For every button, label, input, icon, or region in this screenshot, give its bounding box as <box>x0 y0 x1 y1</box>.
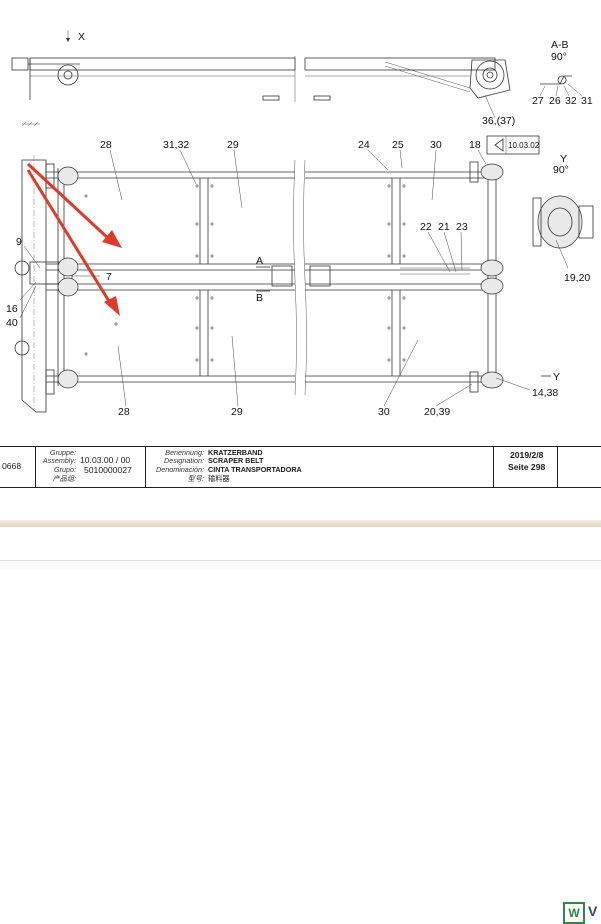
view-x-label: X <box>78 31 85 43</box>
page-number: Seite 298 <box>508 462 546 472</box>
callout-30-bottom: 30 <box>378 406 390 418</box>
company-logo: W <box>563 902 585 924</box>
callout-29-bottom: 29 <box>231 406 243 418</box>
cut-b-label: B <box>256 292 263 304</box>
section-ab-angle: 90° <box>551 51 567 63</box>
callout-21: 21 <box>438 221 450 233</box>
leader-lines <box>19 149 569 407</box>
section-y-label: Y <box>560 153 567 165</box>
chanpin-key: 产品组: <box>52 474 76 483</box>
callout-29-top: 29 <box>227 139 239 151</box>
grupo-value: 5010000027 <box>84 465 132 475</box>
callout-25: 25 <box>392 139 404 151</box>
section-y-angle: 90° <box>553 164 569 176</box>
callout-26: 26 <box>549 95 561 107</box>
callout-9: 9 <box>16 236 22 248</box>
section-ab: A-B 90° 27 26 32 31 <box>532 39 593 107</box>
callout-23: 23 <box>456 221 468 233</box>
callout-16: 16 <box>6 303 18 315</box>
cut-a-label: A <box>256 255 263 267</box>
callout-31-32: 31,32 <box>163 139 189 151</box>
title-block-page-cell: 2019/2/8 Seite 298 <box>494 447 558 487</box>
callout-7: 7 <box>106 271 112 283</box>
callout-19-20: 19,20 <box>564 272 590 284</box>
assembly-key: Assembly: <box>42 456 76 465</box>
callout-40: 40 <box>6 317 18 329</box>
gruppe-key: Gruppe: <box>50 448 76 457</box>
callout-18: 18 <box>469 139 481 151</box>
fastener-markers <box>84 184 406 362</box>
title-block-designation-cell: Benennung: Designation: Denominación: 型号… <box>146 447 494 487</box>
designation-key: Designation: <box>164 456 204 465</box>
denominacion-value: CINTA TRANSPORTADORA <box>208 465 302 474</box>
grupo-key: Grupo: <box>54 465 76 474</box>
title-block: 0668 Gruppe: Assembly: Grupo: 产品组: 10.03… <box>0 446 601 924</box>
title-block-left-cell: 0668 <box>0 447 36 487</box>
denominacion-key: Denominación: <box>156 465 204 474</box>
plan-view: 10.03.02 <box>14 135 594 413</box>
title-block-group-cell: Gruppe: Assembly: Grupo: 产品组: 10.03.00 /… <box>36 447 146 487</box>
callout-31: 31 <box>581 95 593 107</box>
benennung-key: Benennung: <box>165 448 204 457</box>
xinghao-value: 输料器 <box>208 474 230 483</box>
drawing-date: 2019/2/8 <box>510 450 544 460</box>
callout-30-top: 30 <box>430 139 442 151</box>
designation-value: SCRAPER BELT <box>208 456 264 465</box>
callout-22: 22 <box>420 221 432 233</box>
callout-28-bottom: 28 <box>118 406 130 418</box>
section-markers: A B Y 90° Y <box>256 153 569 383</box>
side-view: X 36,(37) <box>11 30 515 127</box>
callout-20-39: 20,39 <box>424 406 450 418</box>
callout-14-38: 14,38 <box>532 387 558 399</box>
reference-box-text: 10.03.02 <box>508 141 540 150</box>
callout-36-37: 36,(37) <box>482 115 515 127</box>
xinghao-key: 型号: <box>187 474 204 483</box>
cut-y-label: Y <box>553 371 560 383</box>
drawing-number-fragment: 0668 <box>2 461 22 471</box>
page-edge-shadow <box>0 520 601 527</box>
company-logo-tail: V <box>588 903 598 919</box>
red-arrows <box>26 162 122 316</box>
callout-24: 24 <box>358 139 370 151</box>
technical-drawing: X 36,(37) A-B 90° 27 26 32 <box>6 30 594 418</box>
callout-28-top: 28 <box>100 139 112 151</box>
section-ab-label: A-B <box>551 39 569 51</box>
callout-32: 32 <box>565 95 577 107</box>
next-page-strip <box>0 560 601 569</box>
benennung-value: KRATZERBAND <box>208 448 263 457</box>
assembly-value: 10.03.00 / 00 <box>80 455 131 465</box>
callout-numbers: 28 31,32 29 24 25 30 18 9 7 16 40 22 21 … <box>6 139 590 418</box>
callout-27: 27 <box>532 95 544 107</box>
